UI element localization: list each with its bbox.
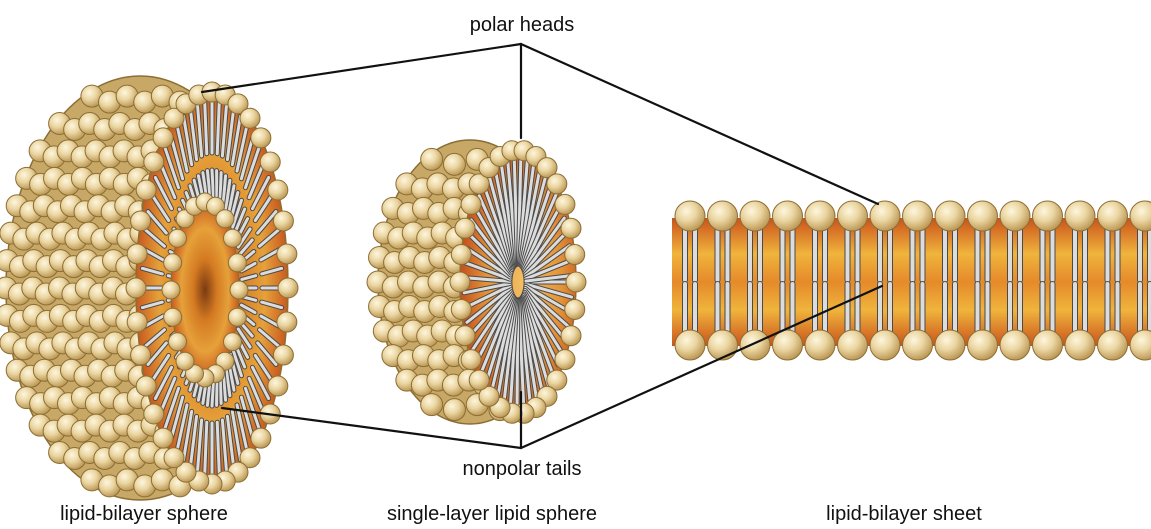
polar-head [273,211,293,231]
polar-head [450,272,470,292]
polar-head [443,399,465,421]
polar-head [251,428,271,448]
lipid-bilayer-sheet-label: lipid-bilayer sheet [826,503,982,525]
nonpolar-tail [205,422,207,475]
polar-head [126,278,146,298]
polar-head [555,194,575,214]
polar-head [136,180,156,200]
polar-head [1065,201,1095,231]
polar-head [675,201,705,231]
polar-head [1033,330,1063,360]
polar-head [164,254,182,272]
polar-head [421,394,443,416]
polar-head [131,211,151,231]
polar-head [144,404,164,424]
polar-head [278,278,298,298]
polar-head [935,201,965,231]
polar-head [455,326,475,346]
nonpolar-tail [217,101,219,154]
polar-head [773,330,803,360]
polar-head [277,244,297,264]
nonpolar-tails-label: nonpolar tails [463,458,582,480]
polar-head [228,308,246,326]
polar-head [968,330,998,360]
polar-head [455,218,475,238]
polar-head [1000,330,1030,360]
polar-head [224,229,242,247]
polar-head [561,326,581,346]
polar-head [228,254,246,272]
polar-head [461,194,481,214]
polar-head [1065,330,1095,360]
polar-head [740,201,770,231]
polar-head [164,308,182,326]
lipid-bilayer-sphere-label: lipid-bilayer sphere [60,503,228,525]
polar-head [805,201,835,231]
polar-head [1098,330,1128,360]
polar-head [131,345,151,365]
single-layer-lipid-sphere [367,140,586,424]
polar-head [216,210,234,228]
polar-head [240,108,260,128]
polar-head [136,376,156,396]
polar-head [127,244,147,264]
polar-head [273,345,293,365]
polar-head [268,180,288,200]
leader-polar-to-bilayer-sphere [202,44,521,92]
polar-head [870,201,900,231]
polar-head [547,174,567,194]
polar-head [565,245,585,265]
polar-head [565,299,585,319]
polar-head [675,330,705,360]
polar-head [127,312,147,332]
polar-head [903,330,933,360]
polar-head [773,201,803,231]
polar-head [144,152,164,172]
bilayer-sphere-lumen [171,202,239,378]
polar-head [805,330,835,360]
polar-head [935,330,965,360]
polar-head [251,128,271,148]
polar-head [870,330,900,360]
polar-head [268,376,288,396]
polar-head [566,272,586,292]
lipid-bilayer-sheet [672,201,1151,360]
single-layer-lipid-sphere-label: single-layer lipid sphere [387,503,597,525]
polar-head [1098,201,1128,231]
polar-head [1000,201,1030,231]
polar-head [451,299,471,319]
polar-head [555,350,575,370]
polar-head [168,229,186,247]
polar-head [277,312,297,332]
polar-head [162,281,180,299]
polar-head [230,281,248,299]
polar-head [443,153,465,175]
polar-head [224,333,242,351]
polar-head [740,330,770,360]
polar-head [421,148,443,170]
polar-heads-label: polar heads [470,14,575,36]
polar-head [903,201,933,231]
nonpolar-tail [217,422,219,475]
polar-head [838,201,868,231]
leader-polar-to-sheet [521,44,878,204]
polar-head [176,352,194,370]
lipid-bilayer-sphere [0,76,298,500]
polar-head [168,333,186,351]
polar-head [838,330,868,360]
polar-head [469,370,489,390]
polar-head [708,201,738,231]
polar-head [561,218,581,238]
polar-head [968,201,998,231]
polar-head [708,330,738,360]
polar-head [461,350,481,370]
polar-head [153,428,173,448]
polar-head [260,152,280,172]
polar-head [164,448,184,468]
polar-head [153,128,173,148]
polar-head [451,245,471,265]
nonpolar-tail [205,101,207,154]
polar-head [1033,201,1063,231]
